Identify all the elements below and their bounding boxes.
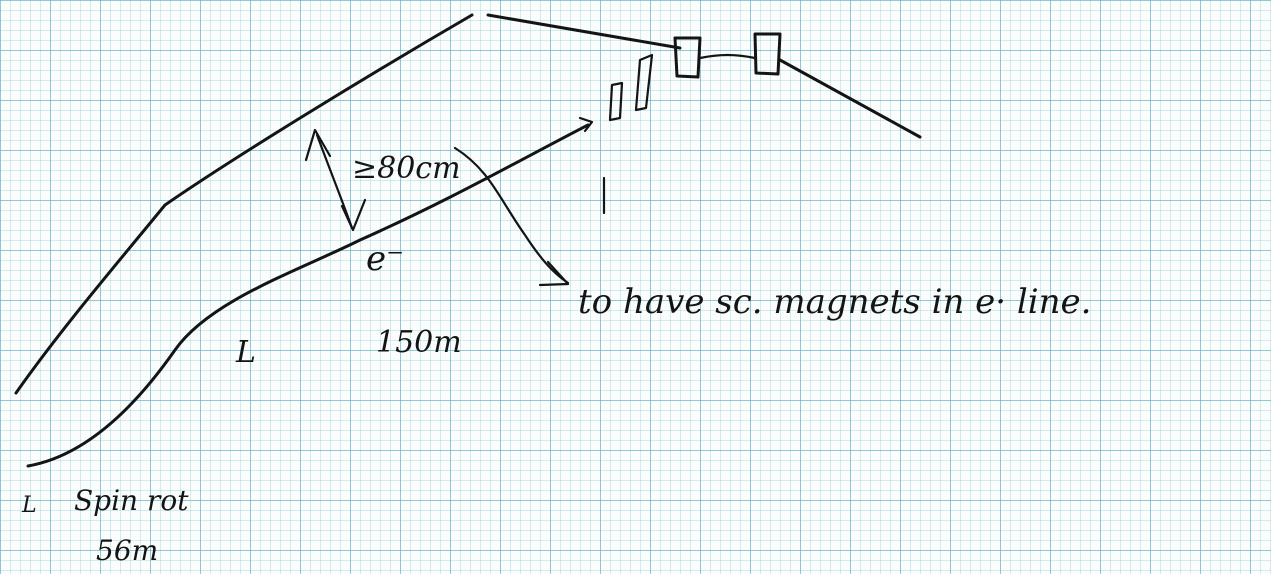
bend-marker-bottom: L bbox=[21, 493, 37, 518]
electron-beamline-arrowhead bbox=[578, 116, 594, 133]
electron-beamline bbox=[26, 123, 590, 468]
magnet-box-1 bbox=[673, 36, 702, 79]
small-magnet-2 bbox=[634, 53, 654, 112]
spin-rotator-label: Spin rot bbox=[74, 484, 189, 517]
annotation-pointer-head bbox=[538, 260, 570, 287]
upper-beamline bbox=[14, 13, 474, 395]
magnet-box-2 bbox=[753, 32, 782, 76]
spin-rotator-length: 56m bbox=[96, 534, 158, 567]
separation-label: ≥80cm bbox=[352, 151, 461, 186]
separation-arrow-bottom-head bbox=[340, 198, 367, 232]
magnet-connector bbox=[698, 53, 757, 60]
downstream-beamline bbox=[778, 58, 922, 139]
annotation-pointer bbox=[453, 146, 570, 285]
bend-marker-left: L bbox=[235, 335, 256, 370]
separation-arrow-top-head bbox=[304, 128, 332, 162]
upper-beamline-right bbox=[486, 13, 682, 50]
beam-label: e⁻ bbox=[366, 239, 404, 279]
small-magnet-1 bbox=[608, 81, 624, 122]
goal-note: to have sc. magnets in e· line. bbox=[578, 282, 1091, 322]
length-label: 150m bbox=[376, 325, 462, 360]
